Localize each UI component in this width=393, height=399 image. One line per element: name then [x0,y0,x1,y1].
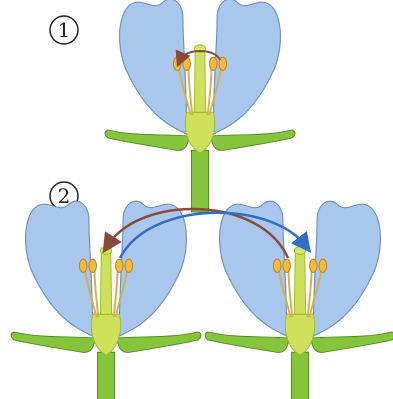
panel-1-badge: 1 [50,16,78,44]
flower-right-cross [205,201,393,399]
flower-self-pollination [105,0,295,212]
flower-left-cross [11,201,201,399]
panel-1-number: 1 [58,18,71,42]
